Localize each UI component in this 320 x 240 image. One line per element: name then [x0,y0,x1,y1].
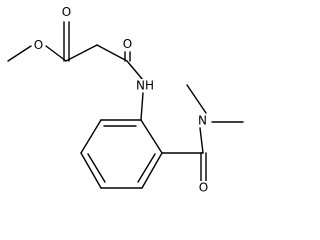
bond-n-methyl-a [186,84,207,114]
bond-ester-ch2 [65,44,98,62]
atom-n-dimethyl: N [197,114,208,128]
ring-bond-1 [140,119,163,154]
svg-text:NH: NH [136,79,154,93]
bonds [7,21,244,189]
atom-n-amide-nh: NH [135,79,155,93]
bond-o-ester-carbon [45,45,67,62]
ring-bond-4 [80,152,102,189]
bond-ch2-amide [96,44,128,62]
atom-o-ester-link: O [33,38,44,52]
ring-inner-bond-c [87,153,106,183]
bond-methyl-o [7,45,32,62]
atom-o-carbonyl-ester: O [61,5,72,19]
ring-bond-5 [80,119,102,154]
svg-text:O: O [62,5,71,19]
svg-text:N: N [198,114,207,128]
svg-text:O: O [199,181,208,195]
atom-o-carbonyl-dimethylamide: O [198,181,209,195]
svg-text:O: O [123,37,132,51]
atom-labels: O O O NH N O [33,5,209,195]
atom-o-carbonyl-amide: O [122,37,133,51]
bond-amide2-n [199,127,204,154]
svg-text:O: O [34,38,43,52]
ring-bond-2 [141,152,163,189]
structure-diagram: O O O NH N O [7,5,244,195]
ring-inner-bond-b [137,153,156,183]
bond-nh-ring [140,92,144,121]
bond-amide-nh [126,60,144,81]
